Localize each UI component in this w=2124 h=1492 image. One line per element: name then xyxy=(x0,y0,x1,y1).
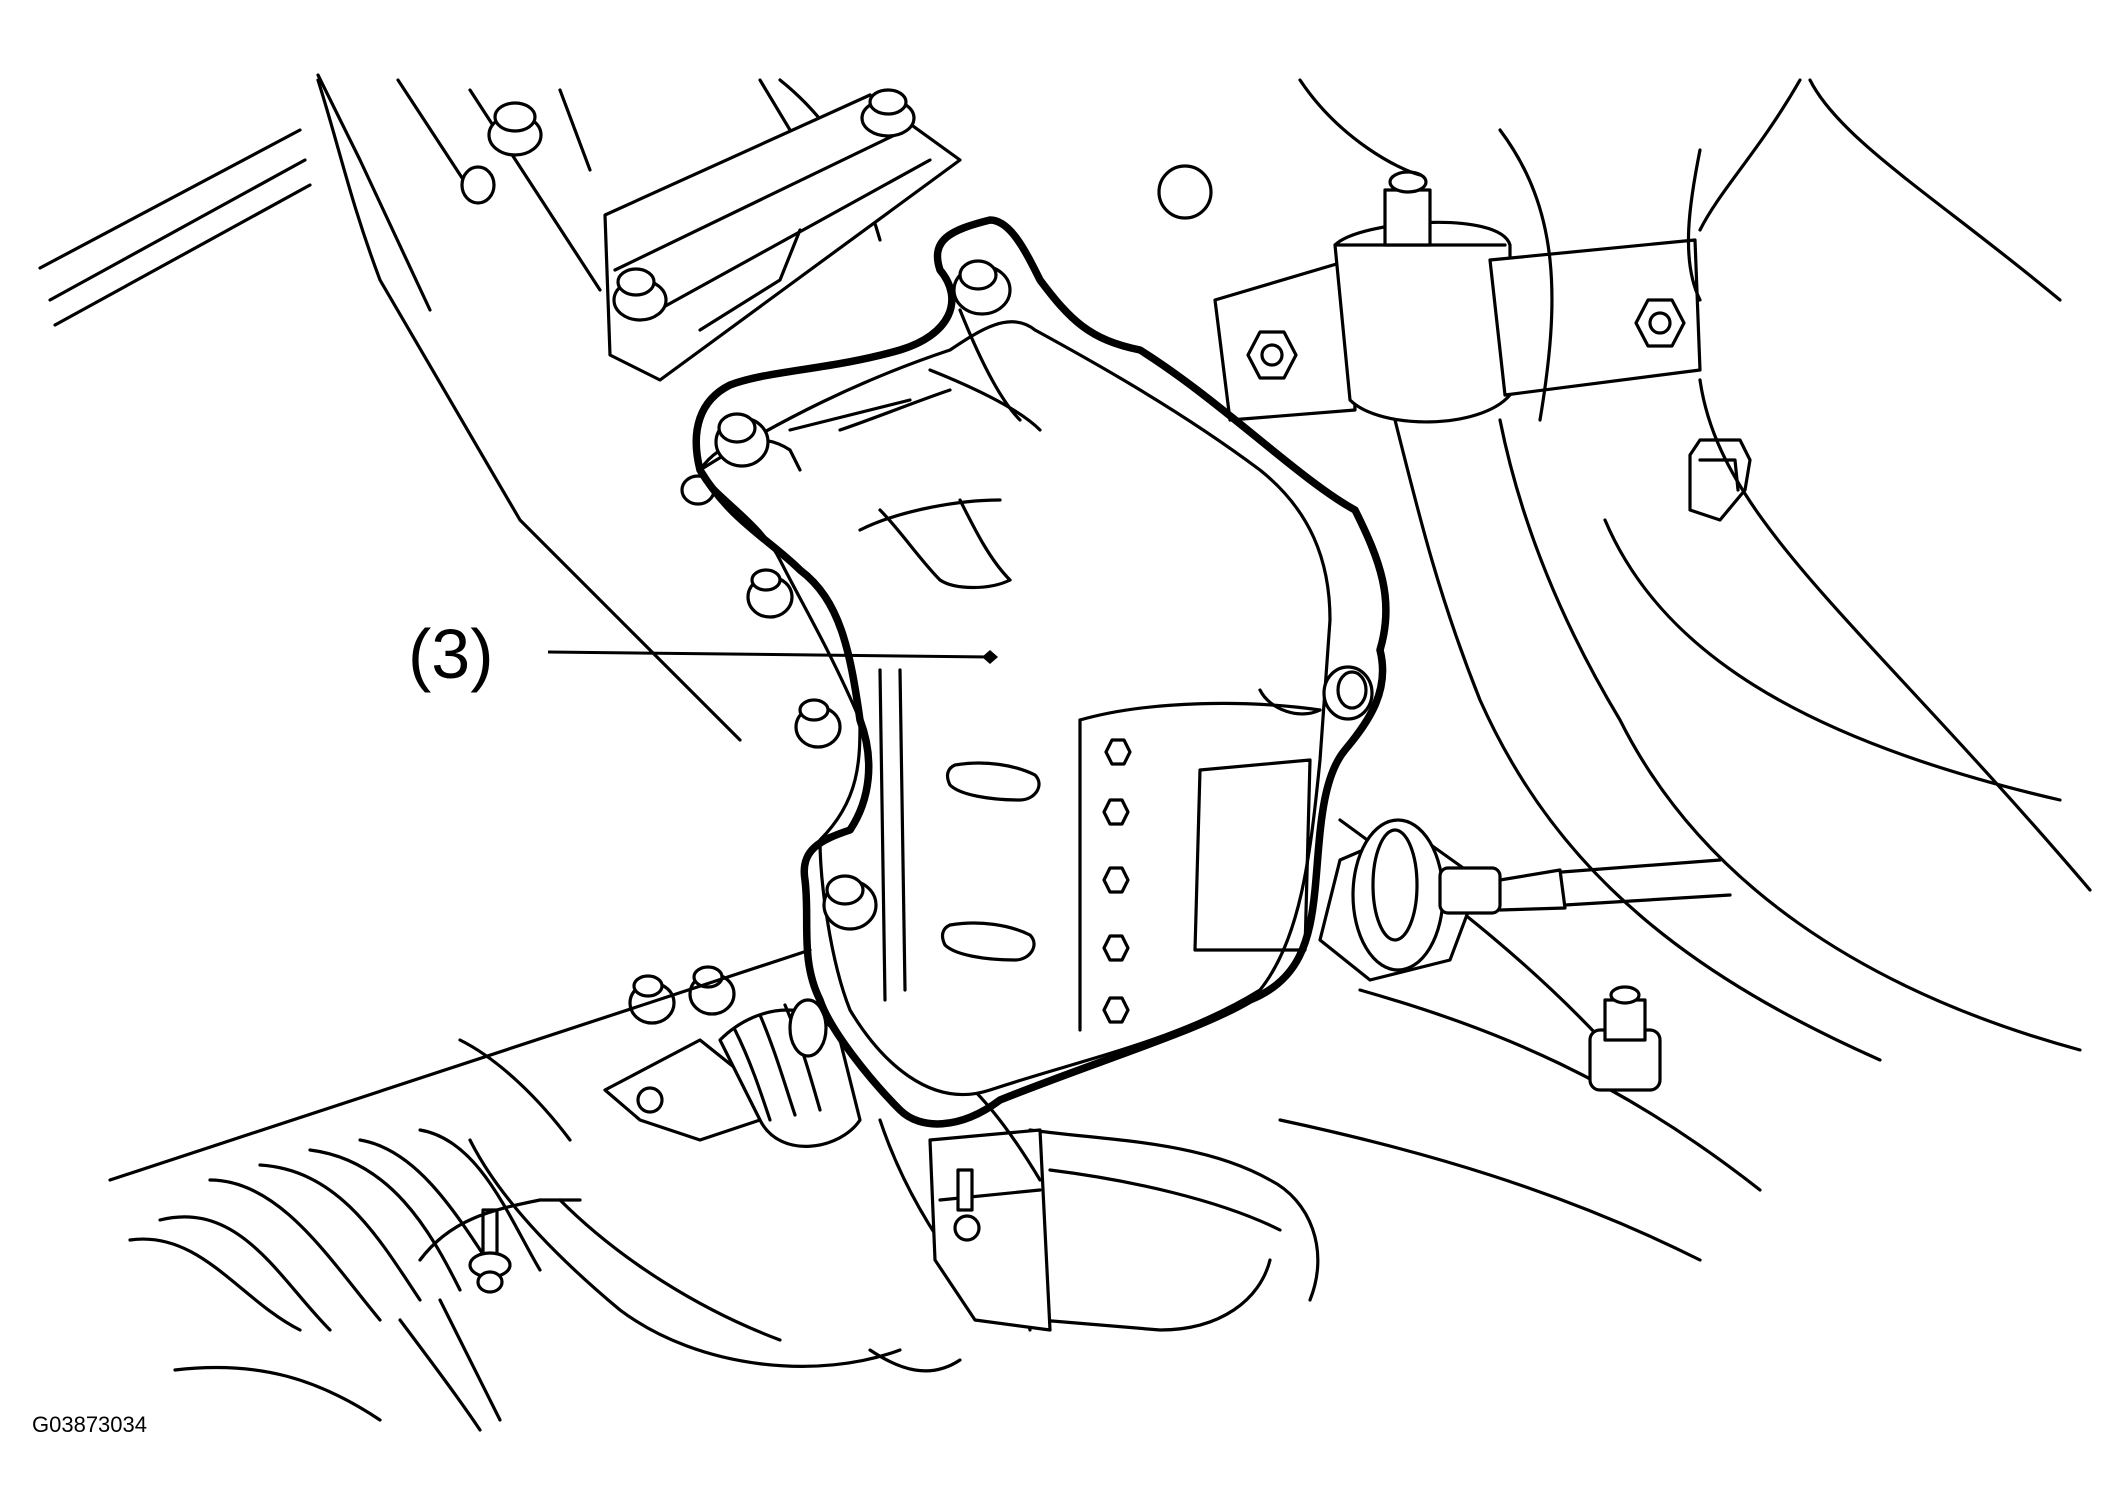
callout-leader-line xyxy=(547,650,991,659)
callout-pointer xyxy=(982,650,998,664)
shield-bolt-right xyxy=(1322,665,1374,721)
flange-bolt-3 xyxy=(612,267,668,322)
heat-shield-highlight-outline xyxy=(692,216,1390,1128)
rear-crossmember-lines xyxy=(1278,78,2092,1262)
flange-bolt-2 xyxy=(860,88,916,138)
bracket-stud-top xyxy=(1383,170,1432,247)
shield-bolt-top xyxy=(952,259,1012,316)
crossmember-bracket xyxy=(1213,220,1702,424)
shield-bolt-lower-left xyxy=(822,874,878,931)
callout-label: (3) xyxy=(408,615,494,693)
small-stud-1 xyxy=(460,165,496,205)
hose-clip xyxy=(1688,438,1752,522)
pipe-clamp-band xyxy=(928,1058,1052,1332)
clamp-bolt-left xyxy=(398,1198,582,1432)
body-bolt-3 xyxy=(794,698,842,749)
bracket-bolt-right xyxy=(1634,298,1686,348)
callout-3: (3) xyxy=(408,615,998,693)
body-bolt-2 xyxy=(746,568,794,619)
mount-stud-right xyxy=(1588,985,1662,1092)
exhaust-flange xyxy=(603,93,962,382)
pipe-flange-lower xyxy=(603,998,862,1148)
flange-bolt-1 xyxy=(487,101,543,157)
body-bolt-4 xyxy=(628,974,676,1025)
shield-bolt-upper-left xyxy=(714,412,770,468)
bracket-bolt-left xyxy=(1246,330,1298,380)
heat-shield xyxy=(698,308,1332,1097)
body-hole xyxy=(1157,164,1213,220)
lateral-rod xyxy=(1318,818,1732,982)
figure-code: G03873034 xyxy=(32,1412,147,1437)
body-bolt-5 xyxy=(688,965,736,1016)
